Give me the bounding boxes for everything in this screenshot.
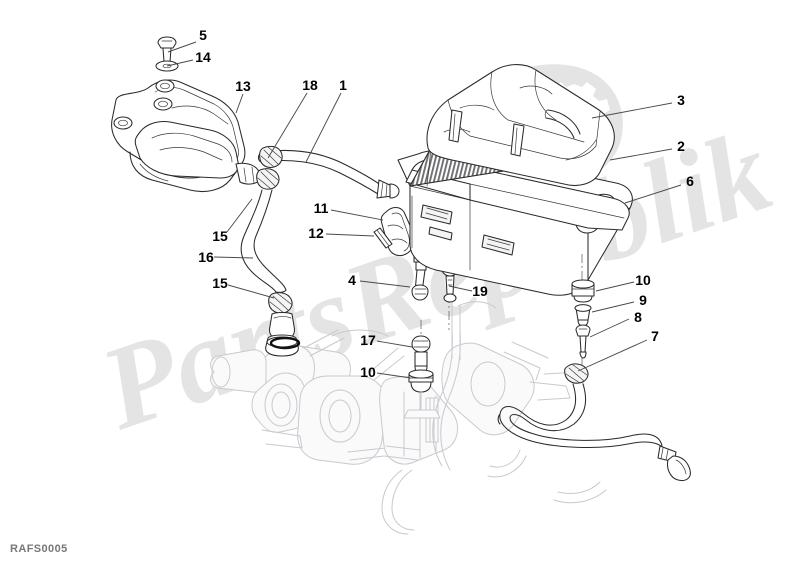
leader-line-3 — [591, 102, 673, 119]
callout-number-17: 17 — [360, 332, 376, 348]
screw-5 — [157, 36, 177, 63]
reservoir-tank-assembly — [111, 79, 263, 193]
callout-number-1: 1 — [339, 77, 347, 93]
callout-number-9: 9 — [639, 292, 647, 308]
leader-line-4 — [359, 280, 411, 288]
leader-line-13 — [235, 93, 244, 114]
phantom-engine-reference — [210, 299, 607, 535]
callout-number-10: 10 — [360, 364, 376, 380]
callout-number-8: 8 — [634, 309, 642, 325]
callout-number-15: 15 — [212, 275, 228, 291]
callout-number-7: 7 — [651, 328, 659, 344]
leader-line-6 — [624, 184, 682, 204]
thermostat-housing — [265, 311, 301, 357]
callout-number-2: 2 — [677, 138, 685, 154]
callout-number-6: 6 — [686, 173, 694, 189]
callout-number-15: 15 — [212, 228, 228, 244]
fastener-stack-right — [564, 254, 595, 384]
hose-clamp-18 — [259, 145, 283, 169]
leader-line-11 — [330, 209, 384, 221]
leader-line-5 — [167, 41, 197, 53]
hose-clamp-15-upper — [256, 168, 280, 190]
leader-line-16 — [213, 256, 254, 259]
leader-line-8 — [589, 318, 630, 338]
leader-line-9 — [591, 301, 635, 313]
callout-number-4: 4 — [348, 272, 356, 288]
callout-leader-lines — [166, 41, 682, 379]
callout-number-18: 18 — [302, 77, 318, 93]
breather-hose-1 — [257, 150, 400, 199]
callout-number-13: 13 — [235, 78, 251, 94]
callout-number-14: 14 — [195, 49, 211, 65]
leader-line-17 — [376, 340, 413, 348]
leader-line-12 — [325, 233, 375, 237]
callout-number-19: 19 — [472, 283, 488, 299]
leader-line-15 — [227, 284, 275, 299]
leader-line-7 — [577, 339, 648, 372]
leader-line-18 — [267, 92, 308, 159]
pin-12 — [373, 227, 393, 249]
reference-code: RAFS0005 — [10, 543, 68, 555]
screw-8 — [575, 324, 591, 359]
callout-number-3: 3 — [677, 92, 685, 108]
airbox-assembly — [397, 64, 633, 296]
leader-line-19 — [448, 285, 473, 292]
callout-number-11: 11 — [313, 200, 329, 216]
rubber-mount-10-center — [403, 369, 441, 419]
callout-number-5: 5 — [199, 27, 207, 43]
callout-number-10: 10 — [635, 272, 651, 288]
spacer-9 — [574, 304, 592, 327]
hose-clamp-15-lower — [268, 292, 293, 314]
leader-line-15 — [226, 198, 253, 233]
leader-line-10 — [595, 281, 635, 292]
callout-number-16: 16 — [198, 249, 214, 265]
hose-fitting-7 — [564, 363, 589, 384]
leader-line-2 — [609, 148, 673, 161]
rubber-mount-10-right — [571, 279, 595, 303]
lower-drain-hose — [497, 383, 691, 481]
leader-line-1 — [305, 92, 342, 163]
callout-number-12: 12 — [308, 225, 324, 241]
leader-line-14 — [166, 59, 194, 67]
leader-line-10 — [376, 372, 412, 379]
bolt-17 — [411, 320, 431, 410]
